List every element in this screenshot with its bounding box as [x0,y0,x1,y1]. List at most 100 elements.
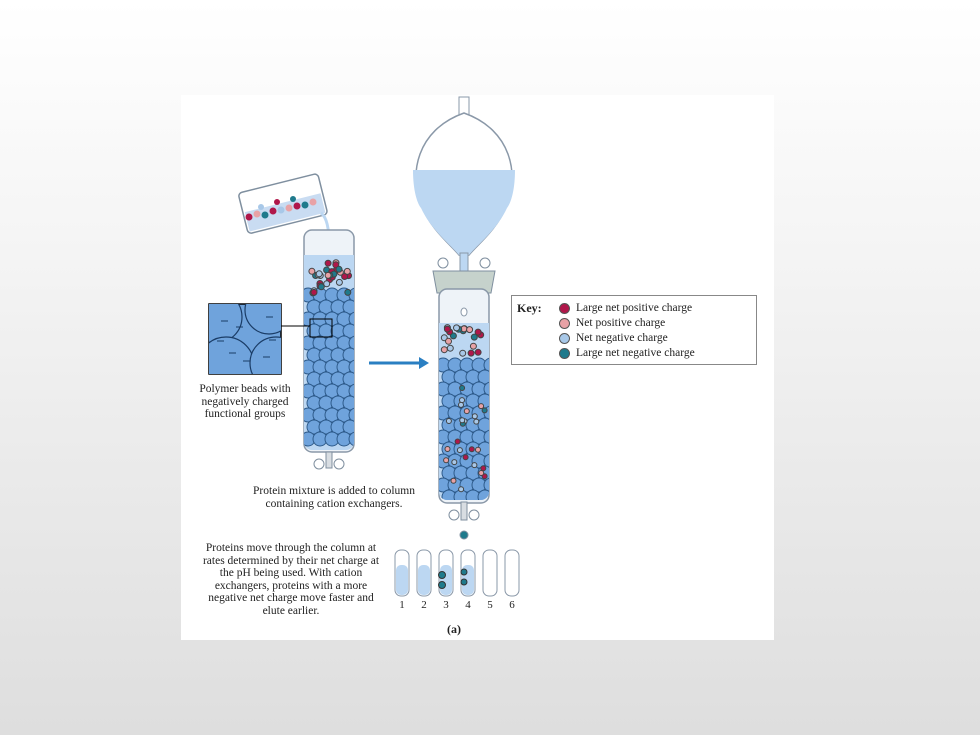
protein-dot [456,447,463,454]
legend-box: Key: Large net positive charge Net posit… [511,295,757,365]
protein-dot [446,344,454,352]
protein-dot [469,342,477,350]
protein-dot [343,267,351,275]
protein-dot [475,446,481,453]
protein-dot [443,457,450,464]
legend-item-large-negative: Large net negative charge [559,346,695,360]
funnel-icon [413,96,515,294]
bead [483,429,489,445]
protein-dot [458,486,465,493]
protein-dot [308,267,316,275]
bead [342,395,354,411]
moves-caption: Proteins move through the column at rate… [202,542,380,617]
protein-dot [450,477,457,484]
bead [477,489,489,500]
protein-dot [344,288,352,296]
tube-number-5: 5 [487,599,493,611]
bead [477,369,489,385]
added-caption: Protein mixture is added to column conta… [253,485,415,510]
protein-dot [453,324,460,332]
bead-closeup [208,303,310,375]
protein-dot [462,454,469,461]
protein-dot [324,259,332,267]
bead [483,477,489,493]
positive-dot-icon [559,317,570,329]
tube-number-4: 4 [465,599,471,611]
tube-number-1: 1 [399,599,405,611]
tube-liquid [440,565,452,595]
negative-dot-icon [559,332,570,344]
bead [483,381,489,397]
protein-dot [474,328,482,336]
arrow-icon [369,357,429,369]
bead [348,383,354,399]
protein-dot [315,270,323,278]
column-illustration [208,96,520,597]
protein-dot [466,326,474,334]
protein-dot [459,417,466,424]
protein-dot [445,418,452,424]
protein-dot [335,278,343,286]
beads-caption: Polymer beads with negatively charged fu… [199,383,291,420]
protein-dot [444,446,451,452]
protein-dot [440,346,448,354]
ion-exchange-figure: Polymer beads with negatively charged fu… [181,95,774,640]
bead [477,417,489,433]
protein-dot [478,403,485,410]
eluted-protein [438,581,446,589]
protein-dot [471,462,478,469]
protein-dot [473,418,480,425]
bead [342,299,354,315]
protein-dot [317,283,325,291]
tube-number-2: 2 [421,599,427,611]
eluted-protein [460,578,468,586]
collection-tube [482,549,498,597]
bead [342,371,354,387]
column-left [303,229,355,470]
legend-title: Key: [517,301,542,315]
bead [348,431,354,447]
protein-dot [474,348,482,356]
protein-dot [451,459,458,466]
eluted-protein [460,568,468,576]
protein-dot [459,397,465,404]
tube-liquid [396,565,408,595]
protein-dot [454,438,461,445]
legend-item-large-positive: Large net positive charge [559,301,692,315]
protein-dot [445,337,452,345]
column-right [438,288,490,540]
bead [348,311,354,327]
tube-number-6: 6 [509,599,515,611]
protein-dot [467,349,475,357]
collection-tubes [394,549,520,597]
protein-dot [459,349,467,357]
protein-dot [471,413,478,420]
bead [483,453,489,469]
protein-dot [480,465,487,472]
large-positive-dot-icon [559,302,570,314]
eluted-protein [438,571,446,579]
legend-item-negative: Net negative charge [559,331,668,345]
protein-dot [481,407,488,414]
protein-dot [323,280,331,288]
protein-dot [459,385,466,391]
protein-dot [463,408,470,415]
protein-dot [443,325,451,333]
protein-dot [468,446,475,453]
protein-dot [470,333,478,341]
large-negative-dot-icon [559,347,570,359]
protein-dot [458,401,464,408]
protein-dot [324,271,332,279]
bead [348,359,354,375]
tube-liquid [418,565,430,595]
collection-tube [504,549,520,597]
tube-number-3: 3 [443,599,449,611]
legend-item-positive: Net positive charge [559,316,665,330]
protein-dot [478,470,485,476]
bead [348,407,354,423]
panel-label: (a) [447,622,461,636]
protein-dot [335,265,343,273]
protein-dot [310,288,318,296]
bead [342,419,354,435]
